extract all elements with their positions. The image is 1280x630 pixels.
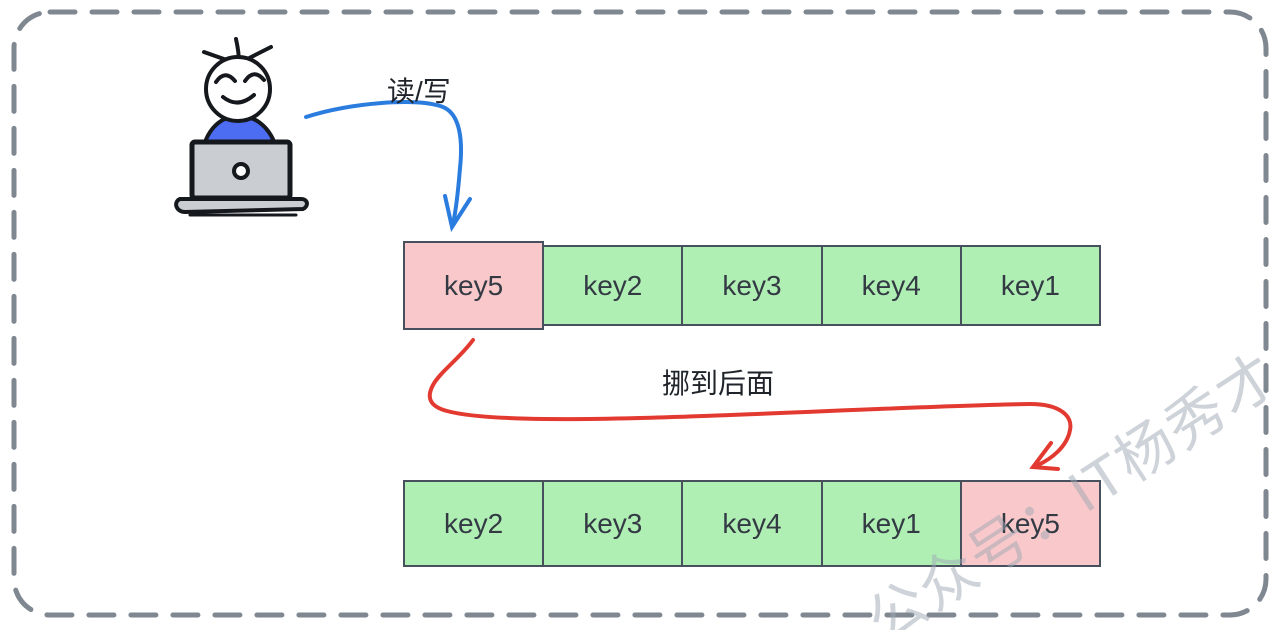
- cache-row-top: key5 key2 key3 key4 key1: [403, 241, 1102, 330]
- laptop-logo-icon: [232, 162, 250, 180]
- move-to-back-arrowhead: [1029, 441, 1060, 471]
- cache-cell-key4: key4: [820, 245, 962, 326]
- cache-cell-key5: key5: [403, 241, 545, 330]
- cache-cell-key1: key1: [959, 245, 1102, 326]
- cache-cell-key3: key3: [681, 245, 823, 326]
- cache-cell-key2: key2: [403, 480, 545, 567]
- move-to-back-label: 挪到后面: [662, 368, 775, 399]
- person-at-laptop-illustration: [174, 37, 309, 217]
- read-write-arrow: [304, 100, 472, 233]
- cache-row-bottom: key2 key3 key4 key1 key5: [403, 480, 1102, 567]
- read-write-arrowhead: [443, 194, 472, 233]
- person-smile: [221, 93, 256, 105]
- cache-cell-key2: key2: [542, 245, 684, 326]
- read-write-label: 读/写: [387, 76, 451, 107]
- move-to-back-arrow: [427, 338, 1073, 471]
- dashed-border: [11, 9, 1269, 618]
- person-eyes: [214, 72, 266, 84]
- cache-cell-key4: key4: [681, 480, 823, 567]
- cache-cell-key3: key3: [542, 480, 684, 567]
- cache-cell-key1: key1: [820, 480, 962, 567]
- laptop-base: [174, 197, 309, 215]
- cache-cell-key5: key5: [959, 480, 1102, 567]
